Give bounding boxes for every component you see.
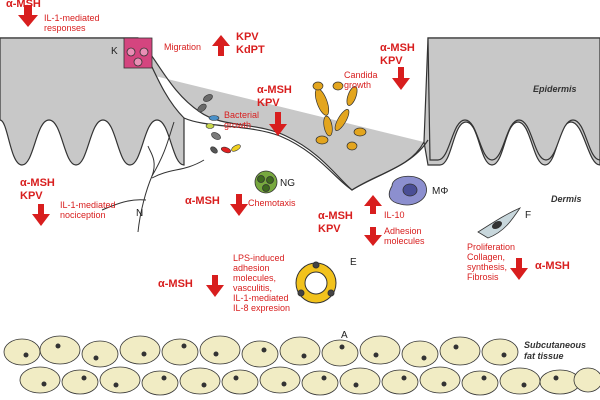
neutrophil-label: NG	[280, 178, 295, 189]
arrow-up-il10	[364, 195, 382, 214]
amsh-kpv-bacterial-label: α-MSH KPV	[257, 84, 292, 109]
chemotaxis-label: Chemotaxis	[248, 198, 296, 208]
arrow-down-il1	[18, 5, 38, 27]
epidermis-left-block	[0, 37, 185, 166]
proliferation-label: Proliferation Collagen, synthesis, Fibro…	[467, 242, 516, 282]
arrow-up-migration	[212, 35, 230, 56]
subcutaneous-label: Subcutaneous fat tissue	[524, 340, 587, 361]
il1-responses-label: IL-1-mediated responses	[44, 13, 100, 33]
kpv-kdpt-label: KPV KdPT	[236, 31, 265, 56]
macrophage	[388, 175, 427, 206]
lps-label: LPS-induced adhesion molecules, vasculit…	[233, 253, 291, 313]
keratinocyte-label: K	[111, 46, 118, 57]
amsh-top-label: α-MSH	[6, 0, 41, 10]
neutrophil	[254, 170, 278, 194]
amsh-kpv-candida-label: α-MSH KPV	[380, 42, 415, 67]
amsh-fibrosis-label: α-MSH	[535, 260, 570, 272]
nerve-fiber	[101, 121, 205, 233]
arrow-down-chemotaxis	[230, 194, 248, 216]
arrow-down-nociception	[32, 204, 50, 226]
arrows	[18, 5, 528, 297]
arrow-down-candida	[392, 67, 410, 90]
fibroblast	[477, 207, 522, 239]
epidermis-label: Epidermis	[533, 84, 577, 94]
amsh-kpv-il10-label: α-MSH KPV	[318, 210, 353, 235]
keratinocyte	[123, 37, 153, 69]
adhesion-label: Adhesion molecules	[384, 226, 425, 246]
fibroblast-label: F	[525, 210, 532, 221]
arrow-down-fibrosis	[510, 258, 528, 280]
candida-label: Candida growth	[344, 70, 378, 90]
il10-label: IL-10	[384, 210, 405, 220]
amsh-kpv-nociception-label: α-MSH KPV	[20, 177, 55, 202]
endothelium-label: E	[350, 257, 357, 268]
wound-edge	[183, 117, 429, 191]
migration-label: Migration	[164, 42, 202, 52]
amsh-lps-label: α-MSH	[158, 278, 193, 290]
bacteria	[197, 94, 241, 154]
fat-nuclei	[23, 343, 559, 388]
arrow-down-bacterial	[269, 112, 287, 136]
epidermis-right	[427, 37, 600, 161]
nociception-label: IL-1-mediated nociception	[60, 200, 116, 220]
nerve-label: N	[136, 208, 144, 219]
bacterial-label: Bacterial growth	[224, 110, 260, 130]
arrow-down-adhesion	[364, 227, 382, 246]
arrow-down-lps	[206, 275, 224, 297]
dermis-label: Dermis	[551, 194, 582, 204]
adipocyte-label: A	[341, 330, 348, 341]
fat-tissue	[3, 335, 600, 396]
amsh-chemotaxis-label: α-MSH	[185, 195, 220, 207]
endothelial-vessel	[295, 261, 337, 304]
macrophage-label: MΦ	[432, 186, 449, 197]
candida-hyphae	[312, 81, 367, 151]
